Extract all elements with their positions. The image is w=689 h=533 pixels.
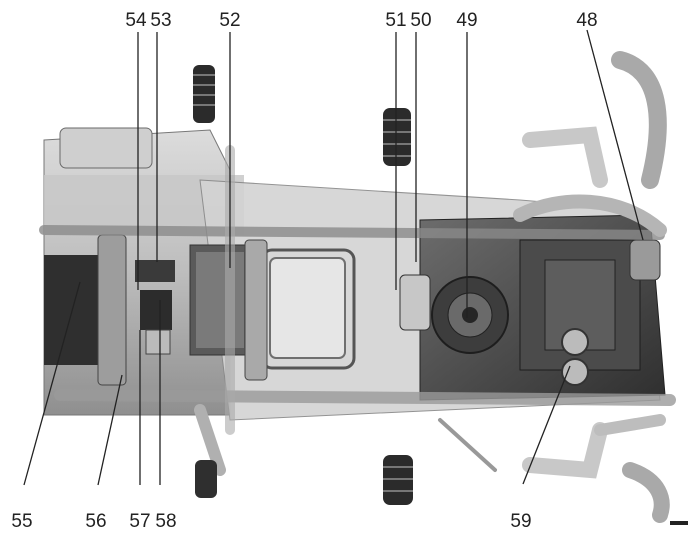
callout-57: 57 [129,511,150,532]
callout-51: 51 [385,10,406,31]
callout-53: 53 [150,10,171,31]
leader-lines [23,29,644,486]
scale-mark [670,521,688,525]
callout-54: 54 [125,10,147,31]
callout-labels: 48 49 50 51 52 53 54 55 56 57 58 59 [11,10,597,532]
footpegs [193,65,413,505]
callout-58: 58 [155,511,176,532]
callout-48: 48 [576,10,597,31]
callout-49: 49 [456,10,477,31]
callout-56: 56 [85,511,106,532]
callout-50: 50 [410,10,431,31]
frame-tubes [39,51,676,523]
engine-block [399,214,666,401]
callout-52: 52 [219,10,240,31]
callout-59: 59 [510,511,531,532]
callout-55: 55 [11,511,32,532]
